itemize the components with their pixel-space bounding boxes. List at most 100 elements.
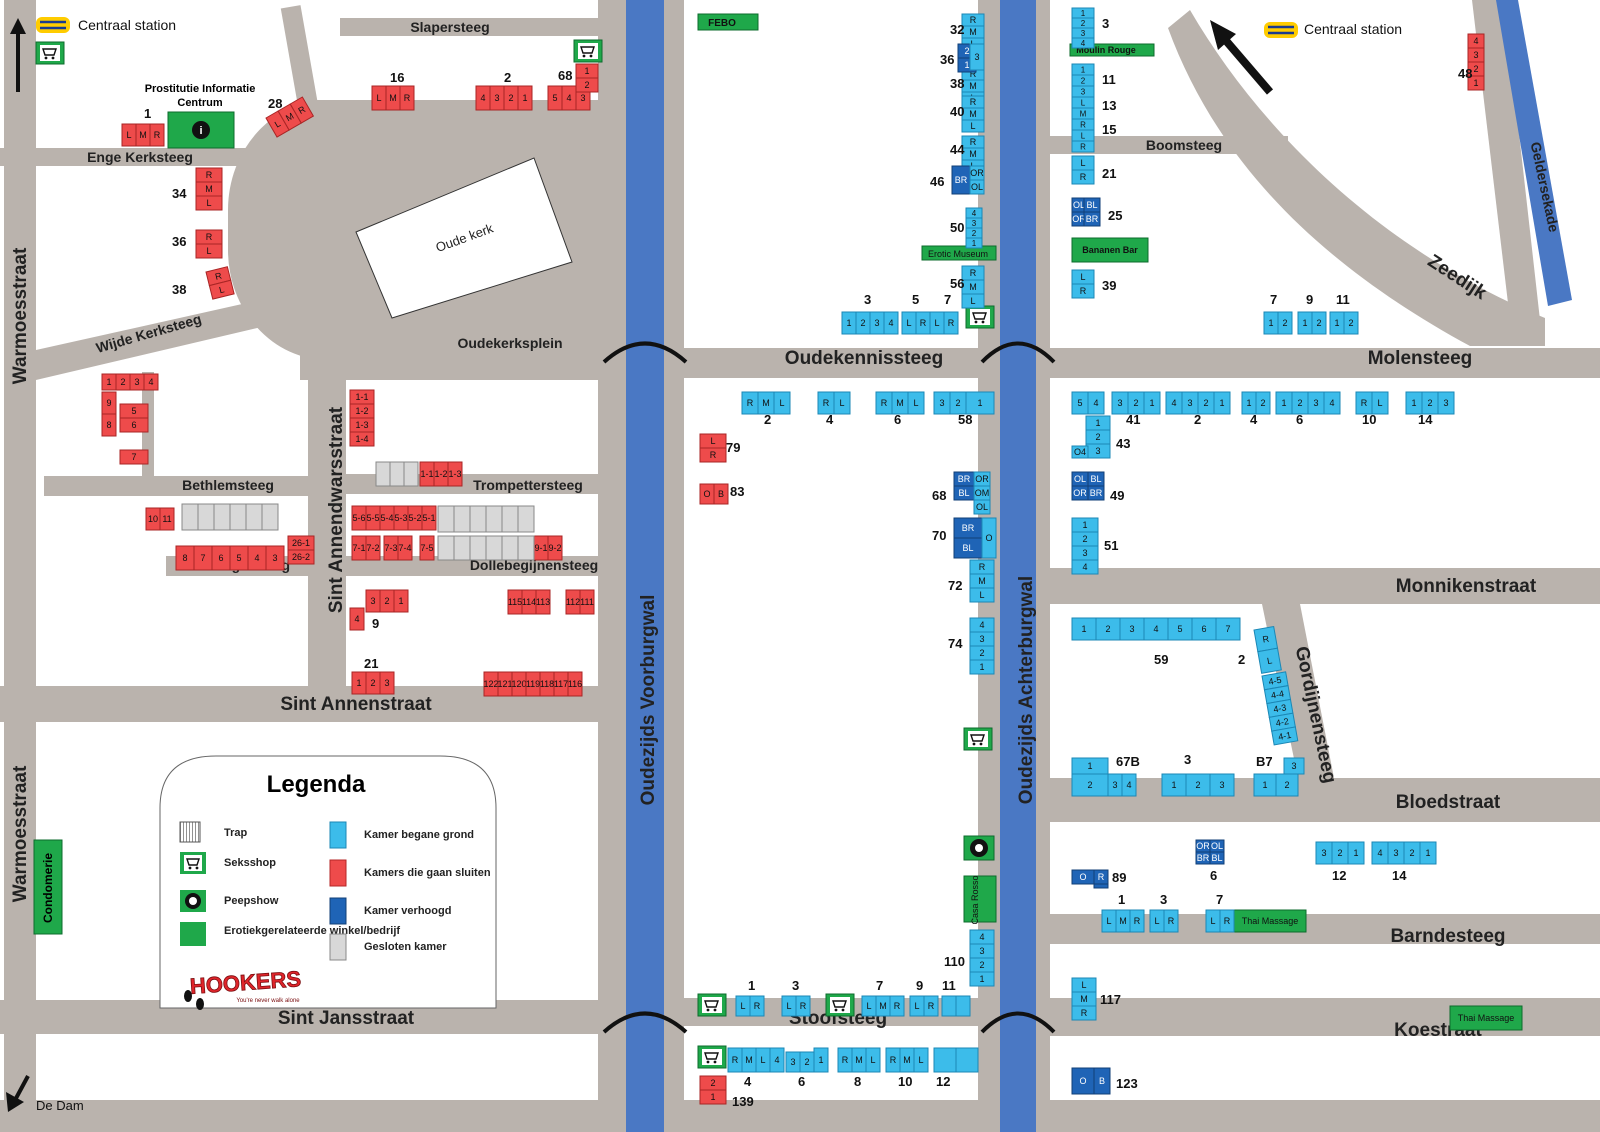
room-cell[interactable]	[1071, 559, 1099, 575]
room-cell[interactable]	[437, 535, 455, 561]
room-cell[interactable]	[181, 503, 199, 531]
room-cell[interactable]	[393, 589, 409, 613]
room-block[interactable]	[933, 1047, 979, 1073]
room-block[interactable]: RL	[1253, 625, 1282, 674]
cart-icon[interactable]	[697, 1045, 727, 1069]
room-block[interactable]: OR	[1195, 839, 1211, 853]
room-cell[interactable]	[1323, 391, 1341, 415]
room-cell[interactable]	[287, 549, 315, 565]
room-cell[interactable]	[1277, 311, 1293, 335]
room-block[interactable]: 4	[349, 607, 365, 631]
room-cell[interactable]	[969, 43, 985, 71]
room-block[interactable]: 4	[769, 1047, 785, 1073]
room-block[interactable]: BR	[1195, 851, 1211, 865]
room-block[interactable]: 98	[101, 391, 117, 437]
room-cell[interactable]	[547, 535, 563, 561]
room-cell[interactable]	[119, 449, 149, 465]
room-cell[interactable]	[1143, 391, 1161, 415]
room-block[interactable]: RML	[961, 95, 985, 133]
room-cell[interactable]	[1071, 445, 1089, 459]
room-cell[interactable]	[101, 413, 117, 437]
room-cell[interactable]	[1087, 485, 1105, 501]
room-cell[interactable]	[517, 505, 535, 533]
room-cell[interactable]	[969, 659, 995, 675]
room-cell[interactable]	[1371, 391, 1389, 415]
room-block[interactable]: B	[1093, 1067, 1111, 1095]
room-block[interactable]	[437, 505, 535, 533]
room-cell[interactable]	[913, 1047, 929, 1073]
room-cell[interactable]	[833, 391, 851, 415]
room-cell[interactable]	[969, 179, 985, 195]
room-block[interactable]: O4	[1071, 445, 1089, 459]
room-cell[interactable]	[1209, 773, 1235, 797]
room-cell[interactable]	[933, 1047, 957, 1073]
cart-icon[interactable]	[825, 993, 855, 1017]
room-cell[interactable]	[1093, 1067, 1111, 1095]
room-cell[interactable]	[229, 503, 247, 531]
room-cell[interactable]	[403, 461, 419, 487]
room-cell[interactable]	[973, 499, 991, 515]
room-block[interactable]: O	[1071, 869, 1095, 885]
room-cell[interactable]	[453, 535, 471, 561]
room-cell[interactable]	[943, 311, 959, 335]
room-cell[interactable]	[969, 587, 995, 603]
room-cell[interactable]	[1083, 211, 1101, 227]
room-cell[interactable]	[1213, 391, 1231, 415]
room-block[interactable]	[181, 503, 279, 531]
room-block[interactable]: RL	[205, 266, 235, 300]
room-cell[interactable]	[1093, 883, 1109, 889]
room-cell[interactable]	[453, 505, 471, 533]
room-cell[interactable]	[1071, 169, 1095, 185]
room-cell[interactable]	[923, 995, 939, 1017]
room-block[interactable]: LMR	[1071, 977, 1097, 1021]
cart-icon[interactable]	[35, 41, 65, 65]
room-cell[interactable]	[447, 461, 463, 487]
room-cell[interactable]	[1311, 311, 1327, 335]
room-cell[interactable]	[485, 505, 503, 533]
room-cell[interactable]	[1071, 283, 1095, 299]
room-block[interactable]: 1	[1071, 757, 1109, 775]
room-cell[interactable]	[1347, 841, 1365, 865]
room-cell[interactable]	[579, 589, 595, 615]
room-cell[interactable]	[965, 237, 983, 249]
room-cell[interactable]	[261, 503, 279, 531]
room-cell[interactable]	[399, 85, 415, 111]
room-cell[interactable]	[197, 503, 215, 531]
room-block[interactable]	[437, 535, 535, 561]
room-cell[interactable]	[1071, 1005, 1097, 1021]
room-block[interactable]: 3	[969, 43, 985, 71]
room-block[interactable]: 1-11-21-31-4	[349, 389, 375, 447]
room-cell[interactable]	[1209, 851, 1225, 865]
room-cell[interactable]	[1419, 841, 1437, 865]
room-cell[interactable]	[213, 503, 231, 531]
room-cell[interactable]	[143, 373, 159, 391]
room-cell[interactable]	[1283, 757, 1305, 775]
room-cell[interactable]	[699, 1089, 727, 1105]
room-cell[interactable]	[501, 505, 519, 533]
room-cell[interactable]	[437, 505, 455, 533]
shop-icons[interactable]	[35, 39, 995, 1069]
room-cell[interactable]	[1437, 391, 1455, 415]
room-block[interactable]: 1	[965, 391, 995, 415]
